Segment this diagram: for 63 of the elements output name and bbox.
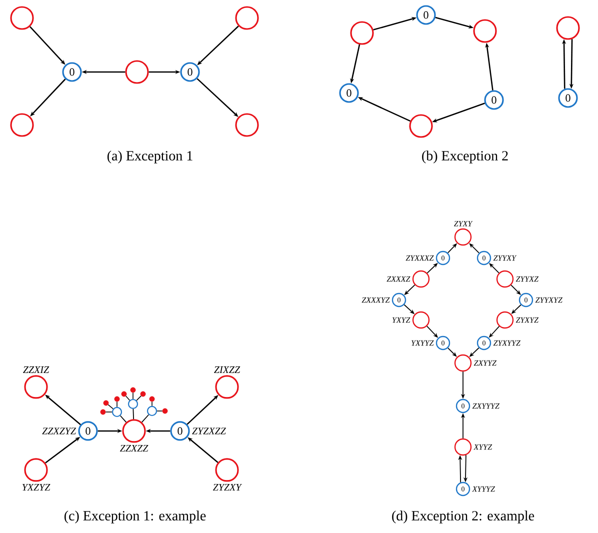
circle-node bbox=[556, 16, 580, 40]
circle-node bbox=[496, 270, 514, 288]
circle-node bbox=[235, 113, 259, 137]
zero-node: 0 bbox=[62, 62, 82, 82]
circle-node bbox=[412, 311, 430, 329]
circle-node bbox=[235, 6, 259, 30]
circle-node bbox=[215, 375, 239, 399]
circle-node bbox=[409, 114, 433, 138]
node-label: ZYXY bbox=[454, 220, 473, 226]
node-label: XYYYZ bbox=[472, 486, 496, 492]
node-label: ZYXYYZ bbox=[493, 340, 520, 346]
arrow bbox=[510, 284, 521, 295]
zero-node: 0 bbox=[484, 90, 504, 110]
circle-node bbox=[125, 60, 149, 84]
node-label: XYYZ bbox=[474, 444, 492, 450]
circle-node bbox=[454, 228, 472, 246]
node-label: ZYYXY bbox=[493, 255, 517, 261]
node-label: YXZYZ bbox=[22, 484, 50, 491]
circle-node bbox=[496, 311, 514, 329]
circle-node bbox=[112, 406, 122, 418]
circle-node bbox=[473, 19, 497, 43]
zero-node: 0 bbox=[78, 421, 98, 441]
caption: (a) Exception 1 bbox=[107, 150, 192, 164]
node-label: ZZXZZ bbox=[120, 444, 148, 452]
arrow bbox=[469, 243, 480, 254]
node-label: ZXYYZ bbox=[474, 360, 497, 366]
circle-node bbox=[24, 375, 48, 399]
circle-node bbox=[454, 438, 472, 456]
node-label: ZIXZZ bbox=[214, 366, 240, 373]
circle-node bbox=[146, 406, 158, 416]
node-label: ZYXXXZ bbox=[406, 255, 434, 261]
circle-node bbox=[128, 398, 138, 410]
circle-node bbox=[454, 354, 472, 372]
node-label: ZYZXY bbox=[212, 484, 242, 491]
node-label: ZXXXZ bbox=[386, 276, 410, 282]
arrow bbox=[489, 263, 500, 274]
circle-node bbox=[122, 419, 146, 443]
circle-node bbox=[215, 458, 239, 482]
node-label: ZZXIZ bbox=[23, 366, 50, 373]
node-label: ZXXXYZ bbox=[362, 297, 390, 303]
arrow bbox=[448, 348, 457, 357]
node-label: ZYYXYZ bbox=[535, 297, 562, 303]
node-label: ZZXZYZ bbox=[42, 428, 76, 434]
node-label: YXYYZ bbox=[411, 340, 434, 346]
circle-node bbox=[10, 113, 34, 137]
caption: (d) Exception 2: example bbox=[392, 510, 534, 524]
circle-node bbox=[350, 21, 374, 45]
circle-node bbox=[24, 458, 48, 482]
arrow bbox=[45, 394, 81, 426]
caption: (b) Exception 2 bbox=[422, 150, 508, 164]
zero-node: 0 bbox=[170, 421, 190, 441]
node-label: ZYZXZZ bbox=[192, 428, 226, 434]
caption: (c) Exception 1: example bbox=[64, 510, 206, 524]
node-label: ZXYYYZ bbox=[472, 403, 500, 409]
circle-node bbox=[10, 6, 34, 30]
zero-node: 0 bbox=[339, 83, 359, 103]
node-label: ZYXYZ bbox=[516, 317, 539, 323]
zero-node: 0 bbox=[180, 62, 200, 82]
node-label: ZYYXZ bbox=[516, 276, 539, 282]
zero-node: 0 bbox=[416, 5, 436, 25]
zero-node: 0 bbox=[558, 88, 578, 108]
circle-node bbox=[412, 270, 430, 288]
node-label: YXYZ bbox=[392, 317, 410, 323]
